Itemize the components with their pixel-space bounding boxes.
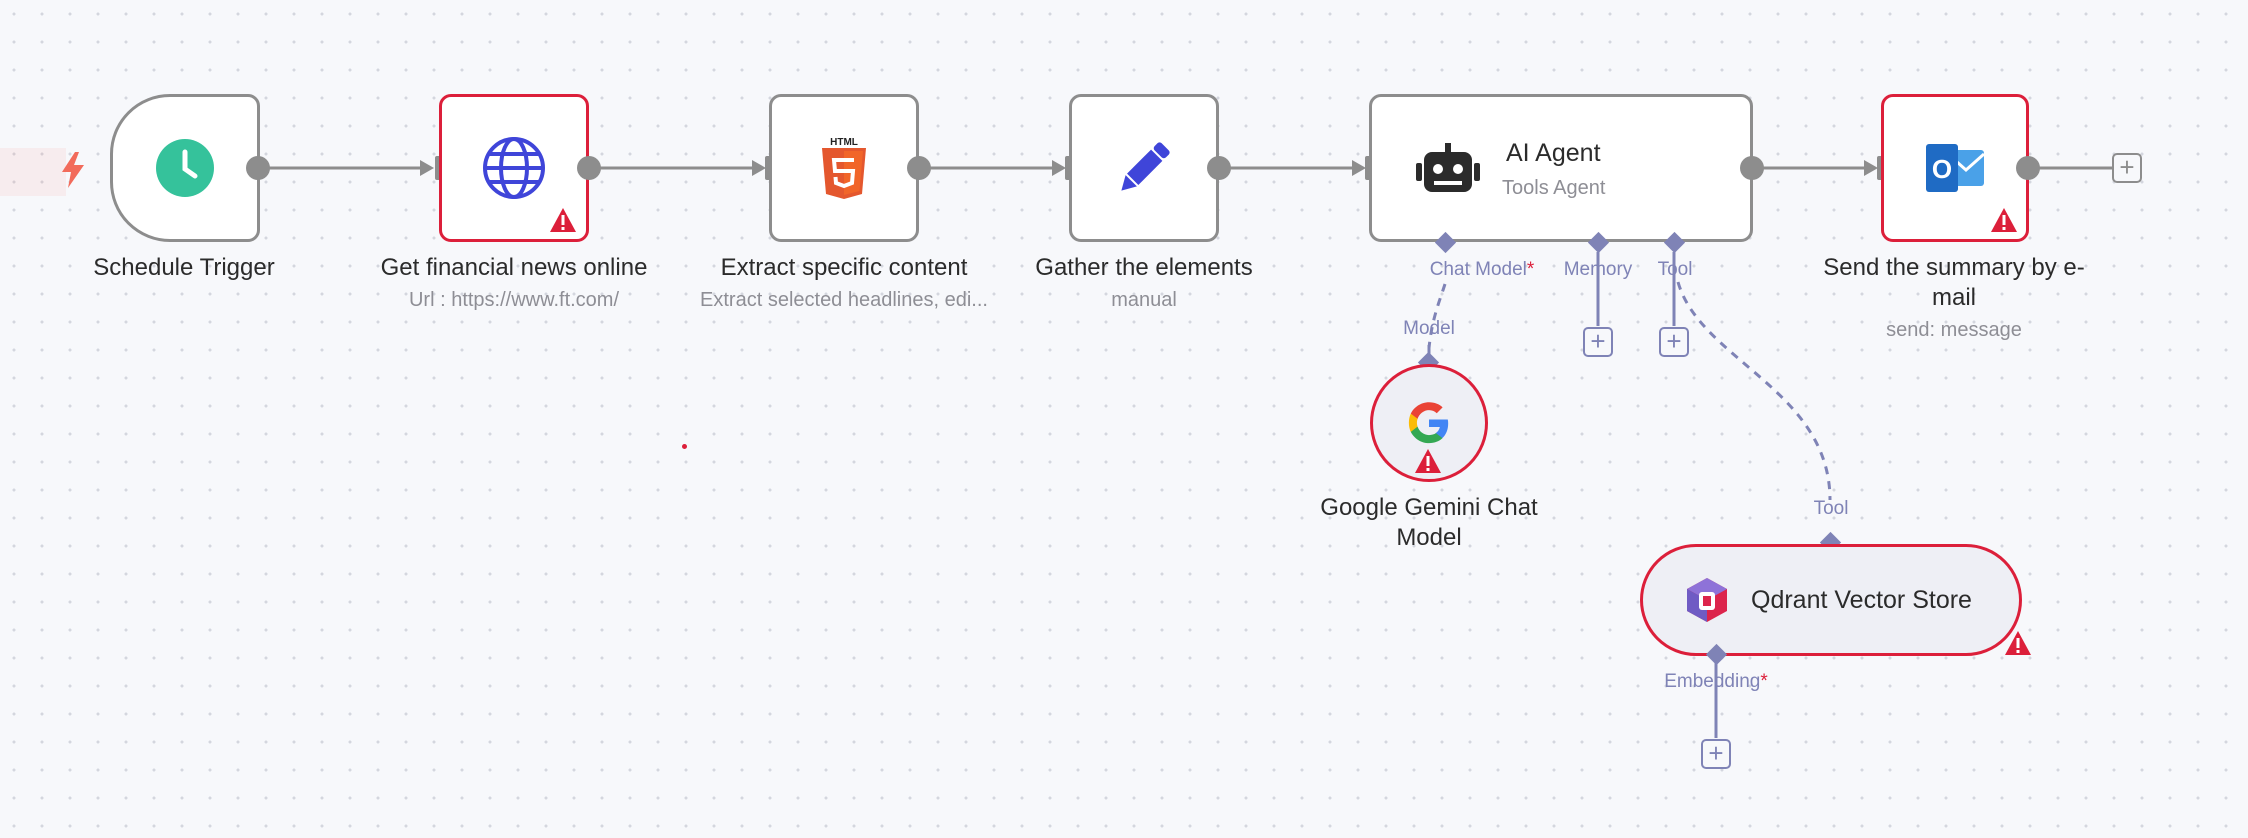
memory-label: Memory [1563,259,1633,280]
required-mark: * [1760,671,1768,692]
chat-model-label: Chat Model* [1430,259,1535,281]
gemini-title-line1: Google Gemini Chat [1320,494,1538,521]
trigger-highlight [0,148,66,196]
send-email-subtitle: send: message [1886,319,2022,341]
gather-elements-node[interactable] [1069,94,1219,242]
embedding-text: Embedding [1664,671,1761,692]
extract-output-port[interactable] [907,156,931,180]
tool-label: Tool [1657,259,1693,280]
gather-elements-subtitle: manual [1111,289,1177,311]
edge-arrow-email [1864,160,1878,176]
warning-icon [2005,631,2031,655]
add-embedding-button[interactable]: + [1701,739,1731,769]
add-memory-button[interactable]: + [1583,327,1613,357]
edge-arrow-gather [1052,160,1066,176]
get-news-title: Get financial news online [380,254,648,281]
gather-elements-title: Gather the elements [1035,254,1253,281]
gather-output-port[interactable] [1207,156,1231,180]
globe-icon [483,137,545,199]
required-mark: * [1526,259,1535,280]
send-email-title-line1: Send the summary by e- [1823,254,2085,281]
warning-icon [1415,449,1441,473]
extract-content-subtitle: Extract selected headlines, edi... [700,289,988,311]
outlook-letter: O [1932,154,1952,184]
agent-output-port[interactable] [1740,156,1764,180]
ai-agent-subtitle: Tools Agent [1502,177,1606,199]
pencil-icon [1121,142,1170,191]
extract-content-title: Extract specific content [720,254,968,281]
html5-label: HTML [830,137,858,148]
news-output-port[interactable] [577,156,601,180]
edge-tool-qdrant [1676,281,1832,501]
outlook-icon: O [1926,144,1985,192]
google-icon [1408,402,1449,444]
send-email-node[interactable]: O [1881,94,2029,242]
qdrant-title: Qdrant Vector Store [1751,585,1972,614]
clock-icon [156,139,214,197]
schedule-trigger-title: Schedule Trigger [93,254,275,281]
bolt-icon [62,152,84,188]
edge-arrow-agent [1352,160,1366,176]
html5-icon: HTML [822,137,866,199]
ai-agent-node[interactable]: AI Agent Tools Agent [1369,94,1753,242]
gemini-node[interactable] [1370,364,1488,482]
qdrant-node[interactable]: Qdrant Vector Store [1640,544,2022,656]
chat-model-text: Chat Model [1429,259,1527,280]
robot-icon [1416,143,1480,192]
edge-arrow-news [420,160,434,176]
ai-agent-title: AI Agent [1506,139,1601,167]
qdrant-icon [1687,578,1727,622]
add-tool-button[interactable]: + [1659,327,1689,357]
edge-arrow-extract [752,160,766,176]
warning-icon [550,208,576,232]
warning-icon [1991,208,2017,232]
get-news-subtitle: Url : https://www.ft.com/ [408,289,620,311]
cursor-dot [682,444,687,449]
trigger-output-port[interactable] [246,156,270,180]
add-node-button[interactable]: + [2112,153,2142,183]
gemini-title-line2: Model [1396,524,1462,551]
send-email-title-line2: mail [1931,284,1977,311]
email-output-port[interactable] [2016,156,2040,180]
model-label: Model [1403,318,1455,339]
embedding-label: Embedding* [1664,671,1768,693]
tool-input-label: Tool [1813,498,1849,519]
extract-content-node[interactable]: HTML [769,94,919,242]
schedule-trigger-node[interactable] [110,94,260,242]
